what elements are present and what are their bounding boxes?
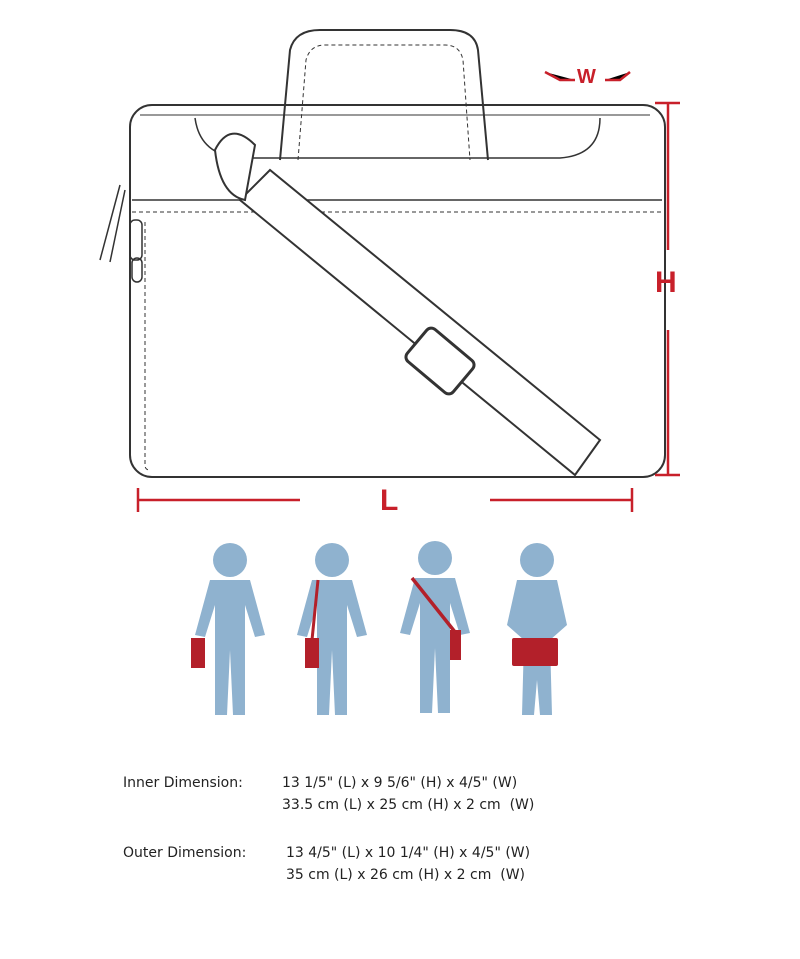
figure-front-hold [507,543,567,715]
laptop-bag-illustration [99,29,666,478]
height-label: H [655,266,677,299]
height-dimension-line [655,101,680,477]
bag-icon [512,638,558,666]
outer-dimension-imperial: 13 4/5" (L) x 10 1/4" (H) x 4/5" (W) [286,845,531,861]
width-label: W [577,66,596,88]
bag-icon [191,638,205,668]
inner-dimension-imperial: 13 1/5" (L) x 9 5/6" (H) x 4/5" (W) [282,775,518,791]
outer-dimension-metric: 35 cm (L) x 26 cm (H) x 2 cm (W) [286,867,526,883]
width-dimension-line [544,70,631,82]
figure-cross-body [400,541,470,713]
outer-dimension-label: Outer Dimension: [123,845,247,861]
figure-hand-carry [191,543,265,715]
bag-icon [305,638,319,668]
dimension-lines [136,70,680,512]
inner-dimension-label: Inner Dimension: [123,775,243,791]
bag-icon [450,630,461,660]
inner-dimension-metric: 33.5 cm (L) x 25 cm (H) x 2 cm (W) [282,797,535,813]
length-dimension-line [136,488,634,512]
length-label: L [380,484,399,517]
figure-shoulder [297,543,367,715]
carry-style-figures [191,541,567,715]
